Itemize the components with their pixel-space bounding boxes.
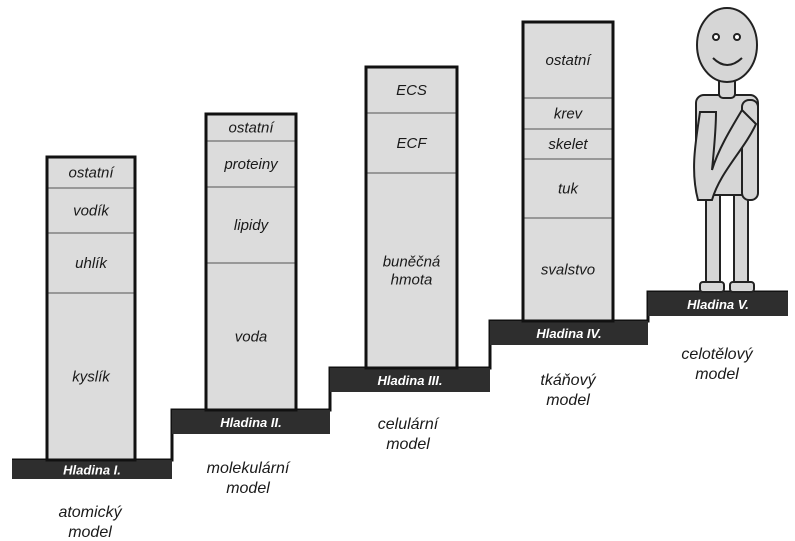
model-caption-line: model [695, 366, 739, 383]
model-caption-line: model [546, 392, 590, 409]
segment-label: ostatní [228, 120, 275, 137]
segment-label: ostatní [545, 52, 592, 69]
column-segment [205, 186, 297, 264]
segment-label: lipidy [234, 217, 270, 234]
segment-label: vodík [73, 203, 110, 220]
column-outline [204, 112, 298, 412]
model-caption-line: celotělový [681, 346, 753, 363]
level-bar [12, 460, 172, 479]
segment-label: voda [235, 329, 268, 346]
column-outline [521, 20, 615, 323]
level-label: Hladina III. [377, 373, 442, 388]
segment-label: hmota [391, 272, 433, 289]
segment-label: skelet [548, 136, 588, 153]
column-segment [523, 22, 613, 98]
segment-label: proteiny [223, 156, 279, 173]
model-caption-line: tkáňový [540, 372, 596, 389]
level-label: Hladina I. [63, 463, 121, 478]
model-caption-line: model [226, 480, 270, 497]
segment-label: kyslík [72, 369, 111, 386]
level-bar [648, 292, 788, 316]
column-outline [364, 65, 459, 370]
column-segment [205, 140, 297, 188]
level-label: Hladina V. [687, 297, 749, 312]
column-segment [366, 67, 457, 113]
level-label: Hladina II. [220, 415, 281, 430]
model-caption-line: atomický [58, 504, 122, 521]
segment-label: ECS [396, 82, 427, 99]
segment-label: svalstvo [541, 262, 595, 279]
segment-label: krev [554, 106, 584, 123]
column-segment [522, 158, 614, 219]
segment-label: tuk [558, 181, 580, 198]
column-segment [522, 217, 614, 322]
level-bar [172, 410, 330, 434]
model-caption-line: celulární [378, 416, 440, 433]
column-segment [47, 157, 135, 188]
human-figure-icon [693, 7, 759, 293]
segment-label: buněčná [383, 254, 441, 271]
column-outline [45, 155, 137, 462]
segment-label: ostatní [68, 165, 115, 182]
model-caption-line: model [68, 524, 112, 541]
level-bar [490, 321, 648, 345]
level-bar [330, 368, 490, 392]
segment-label: uhlík [75, 255, 108, 272]
column-segment [365, 172, 458, 369]
model-caption-line: model [386, 436, 430, 453]
level-label: Hladina IV. [536, 326, 601, 341]
segment-label: ECF [397, 135, 428, 152]
model-caption-line: molekulární [207, 460, 291, 477]
column-segment [365, 112, 458, 174]
column-segment [206, 114, 296, 141]
